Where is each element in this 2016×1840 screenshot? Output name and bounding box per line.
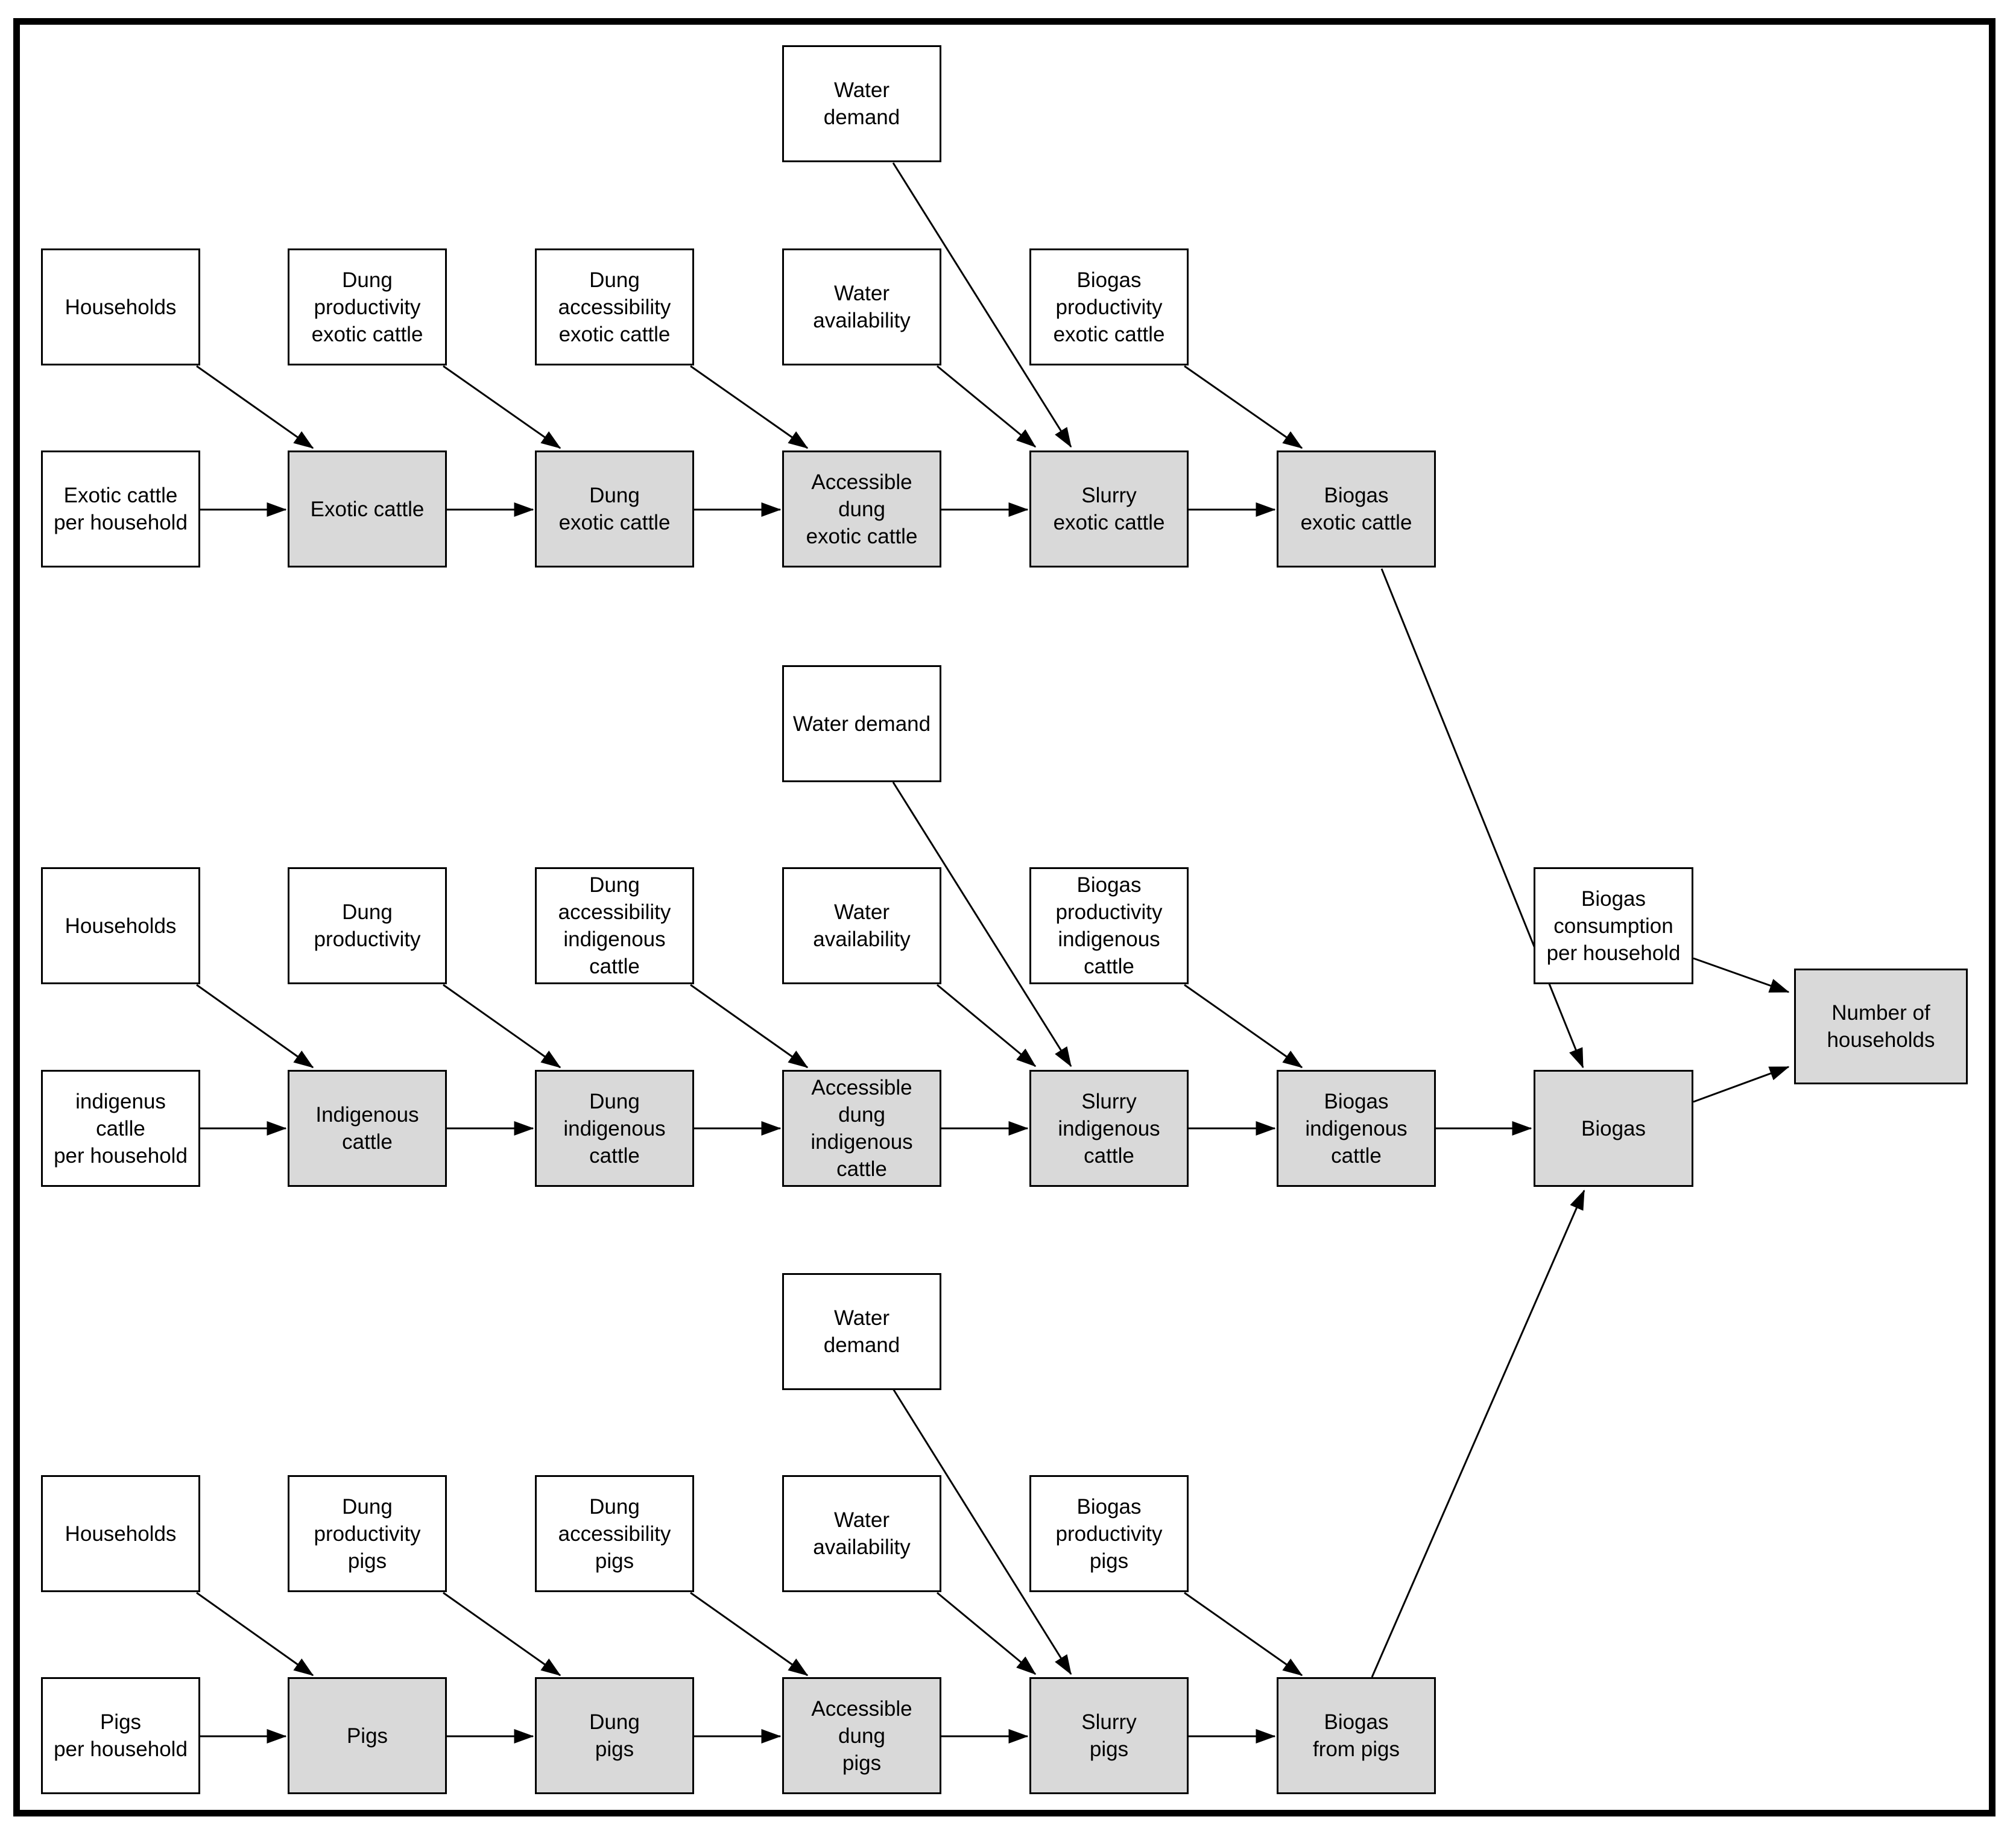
- edge-b1-dungprod-dung: [443, 365, 561, 449]
- node-b1-dung-accessibility: Dung accessibility exotic cattle: [535, 248, 694, 365]
- node-b3-dung-productivity: Dung productivity pigs: [288, 1475, 447, 1592]
- edge-biogaspigs-biogas: [1371, 1189, 1585, 1678]
- edge-b2-biogasprod-biogas: [1184, 984, 1303, 1069]
- node-b1-biogas-productivity: Biogas productivity exotic cattle: [1029, 248, 1189, 365]
- edge-b3-dungacc-accessible: [690, 1592, 809, 1677]
- edge-biogasexotic-biogas: [1380, 568, 1584, 1069]
- node-b2-cattle-per-household: indigenus catlle per household: [41, 1070, 200, 1187]
- node-b1-accessible-dung: Accessible dung exotic cattle: [782, 451, 941, 567]
- edge-b3-households-pigs: [196, 1592, 314, 1677]
- node-b3-pigs: Pigs: [288, 1677, 447, 1794]
- node-b2-dung-accessibility: Dung accessibility indigenous cattle: [535, 867, 694, 984]
- node-b1-exotic-cattle: Exotic cattle: [288, 451, 447, 567]
- node-b1-biogas: Biogas exotic cattle: [1277, 451, 1436, 567]
- edge-biogas-households: [1693, 1066, 1790, 1103]
- node-b1-dung-productivity: Dung productivity exotic cattle: [288, 248, 447, 365]
- node-b3-accessible-dung: Accessible dung pigs: [782, 1677, 941, 1794]
- edge-b3-dungprod-dung: [443, 1592, 561, 1677]
- node-b1-water-availability: Water availability: [782, 248, 941, 365]
- node-b3-water-demand: Water demand: [782, 1273, 941, 1390]
- node-b1-slurry: Slurry exotic cattle: [1029, 451, 1189, 567]
- node-b2-water-availability: Water availability: [782, 867, 941, 984]
- node-b1-households: Households: [41, 248, 200, 365]
- node-number-of-households: Number of households: [1794, 969, 1968, 1084]
- edge-b3-waterdemand-slurry: [892, 1388, 1072, 1675]
- edge-b2-dungprod-dung: [443, 984, 561, 1069]
- node-b1-cattle-per-household: Exotic cattle per household: [41, 451, 200, 567]
- node-b2-dung-productivity: Dung productivity: [288, 867, 447, 984]
- node-b1-dung: Dung exotic cattle: [535, 451, 694, 567]
- node-b2-indigenous-cattle: Indigenous cattle: [288, 1070, 447, 1187]
- edge-b3-biogasprod-biogas: [1184, 1592, 1303, 1677]
- edge-b2-wateravail-slurry: [937, 984, 1037, 1067]
- edge-b2-dungacc-accessible: [690, 984, 809, 1069]
- edge-b1-wateravail-slurry: [937, 365, 1037, 448]
- edge-b2-waterdemand-slurry: [892, 782, 1072, 1067]
- node-b2-slurry: Slurry indigenous cattle: [1029, 1070, 1189, 1187]
- node-b3-pigs-per-household: Pigs per household: [41, 1677, 200, 1794]
- edge-b3-wateravail-slurry: [937, 1592, 1037, 1675]
- diagram-border: [13, 18, 1995, 1816]
- edge-b1-waterdemand-slurry: [892, 162, 1072, 448]
- node-b2-accessible-dung: Accessible dung indigenous cattle: [782, 1070, 941, 1187]
- node-biogas-consumption: Biogas consumption per household: [1534, 867, 1693, 984]
- edge-b2-households-cattle: [196, 984, 314, 1069]
- node-b2-households: Households: [41, 867, 200, 984]
- node-b2-biogas: Biogas indigenous cattle: [1277, 1070, 1436, 1187]
- node-b3-dung-accessibility: Dung accessibility pigs: [535, 1475, 694, 1592]
- node-b3-households: Households: [41, 1475, 200, 1592]
- edge-b1-dungacc-accessible: [690, 365, 809, 449]
- node-b2-water-demand: Water demand: [782, 665, 941, 782]
- node-b3-biogas: Biogas from pigs: [1277, 1677, 1436, 1794]
- edge-b1-households-cattle: [196, 365, 314, 449]
- node-biogas: Biogas: [1534, 1070, 1693, 1187]
- node-b3-water-availability: Water availability: [782, 1475, 941, 1592]
- node-b2-dung: Dung indigenous cattle: [535, 1070, 694, 1187]
- node-b3-biogas-productivity: Biogas productivity pigs: [1029, 1475, 1189, 1592]
- edge-b1-biogasprod-biogas: [1184, 365, 1303, 449]
- node-b1-water-demand: Water demand: [782, 45, 941, 162]
- edge-consumption-households: [1693, 957, 1790, 993]
- node-b3-dung: Dung pigs: [535, 1677, 694, 1794]
- node-b2-biogas-productivity: Biogas productivity indigenous cattle: [1029, 867, 1189, 984]
- node-b3-slurry: Slurry pigs: [1029, 1677, 1189, 1794]
